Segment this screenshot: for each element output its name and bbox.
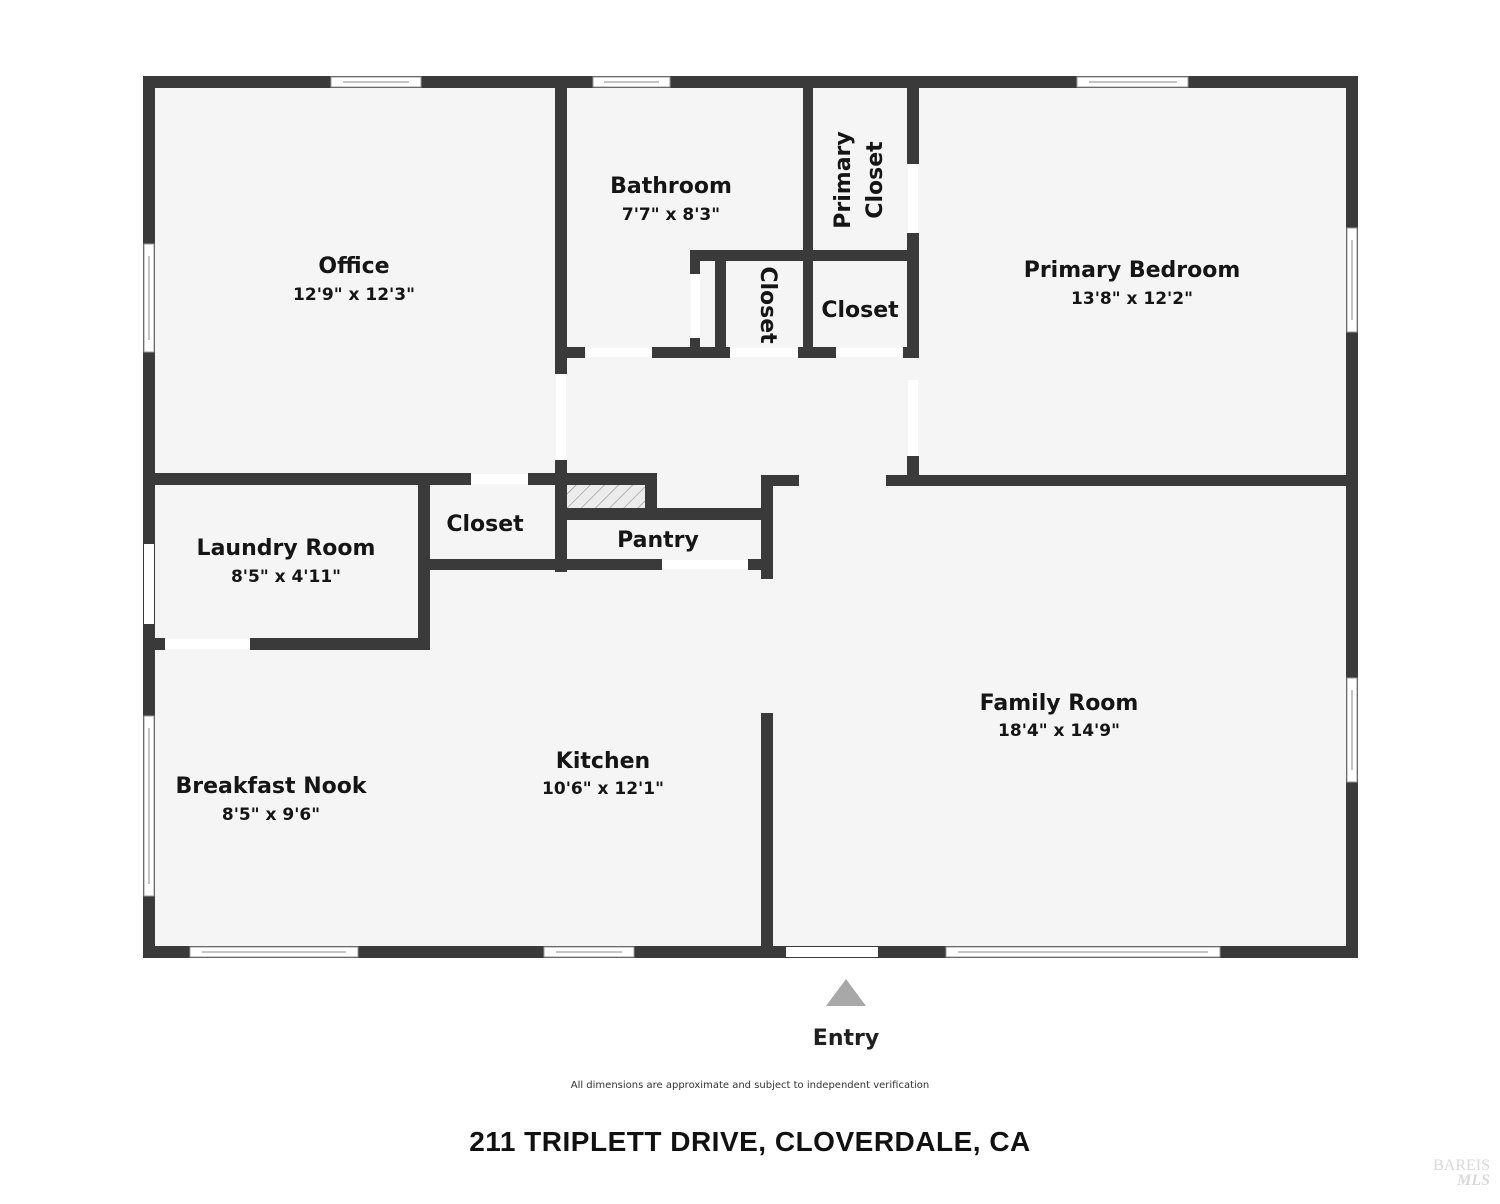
room-label-kitchen: Kitchen [556,749,650,774]
room-dimensions-family-room: 18'4" x 14'9" [998,721,1120,741]
room-label-closet-vertical: Closet [755,266,780,344]
room-dimensions-laundry-room: 8'5" x 4'11" [231,567,341,587]
door-openings [144,164,918,957]
logo-line1: BAREIS [1433,1157,1490,1174]
room-label-primary-closet-line1: Primary [831,131,856,228]
logo-line2: MLS [1457,1172,1490,1189]
bareis-mls-logo: BAREIS MLS [1418,1158,1490,1192]
room-dimensions-office: 12'9" x 12'3" [293,285,415,305]
room-label-breakfast-nook: Breakfast Nook [176,774,368,799]
room-dimensions-primary-bedroom: 13'8" x 12'2" [1071,289,1193,309]
room-label-primary-bedroom: Primary Bedroom [1024,258,1241,283]
room-label-closet-hall: Closet [821,298,899,323]
windows [143,76,1358,958]
room-label-laundry-room: Laundry Room [197,536,376,561]
property-address: 211 TRIPLETT DRIVE, CLOVERDALE, CA [469,1126,1031,1157]
room-dimensions-bathroom: 7'7" x 8'3" [622,205,720,225]
room-label-primary-closet-line2: Closet [863,141,888,219]
room-label-closet-laundry: Closet [446,512,524,537]
room-label-pantry: Pantry [617,528,699,553]
room-label-family-room: Family Room [980,691,1139,716]
room-label-office: Office [318,254,389,279]
triangle-up-icon [826,979,866,1006]
room-dimensions-kitchen: 10'6" x 12'1" [542,779,664,799]
room-dimensions-breakfast-nook: 8'5" x 9'6" [222,805,320,825]
room-label-bathroom: Bathroom [610,174,732,199]
entry-label: Entry [813,1026,879,1051]
disclaimer-text: All dimensions are approximate and subje… [570,1080,930,1091]
